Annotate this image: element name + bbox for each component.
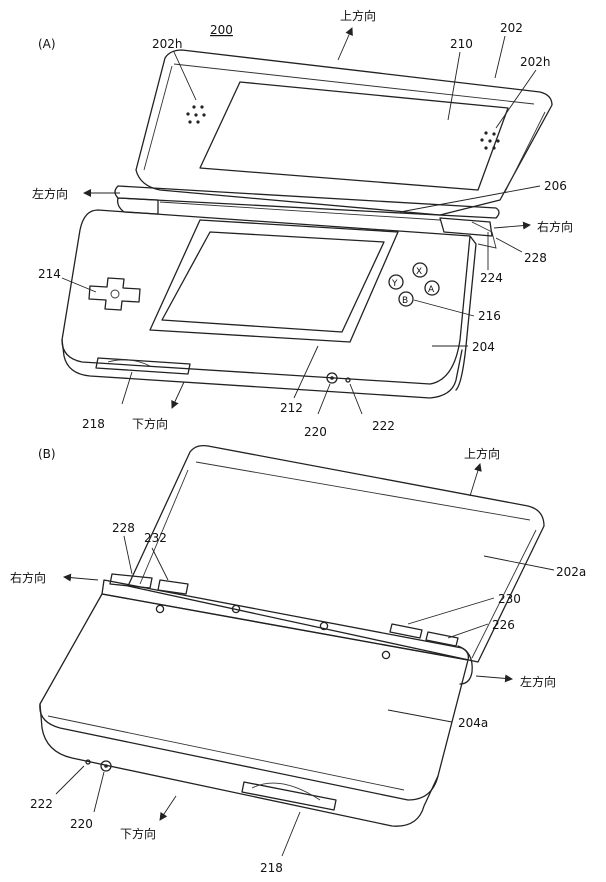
right-label-b: 右方向 (10, 570, 46, 585)
figure-reference-200: 200 (210, 23, 233, 37)
face-button-b: B (402, 296, 408, 306)
down-arrow (172, 382, 184, 408)
left-label: 左方向 (32, 186, 68, 201)
ref-202h-left: 202h (152, 37, 183, 51)
up-label: 上方向 (340, 8, 376, 23)
ref-222-b: 222 (30, 797, 53, 811)
ref-222: 222 (372, 419, 395, 433)
hinge-back (102, 574, 472, 684)
ref-204: 204 (472, 340, 495, 354)
ref-202a: 202a (556, 565, 586, 579)
ref-202h-right: 202h (520, 55, 551, 69)
lower-housing-back (40, 594, 468, 826)
right-arrow (494, 225, 530, 228)
ref-232: 232 (144, 531, 167, 545)
ref-204a: 204a (458, 716, 488, 730)
speaker-holes-right (480, 131, 499, 149)
ref-226: 226 (492, 618, 515, 632)
face-button-a: A (428, 285, 435, 295)
right-label: 右方向 (537, 219, 573, 234)
ref-206: 206 (544, 179, 567, 193)
panel-a-label: (A) (38, 37, 56, 51)
ref-220: 220 (304, 425, 327, 439)
up-label-b: 上方向 (464, 446, 500, 461)
ref-228-b: 228 (112, 521, 135, 535)
panel-b: (B) (10, 446, 586, 875)
cross-key-center (111, 290, 119, 298)
ref-212: 212 (280, 401, 303, 415)
upper-screen (200, 82, 508, 190)
panel-a: (A) 200 (32, 8, 573, 439)
small-hole (346, 378, 350, 382)
ref-214: 214 (38, 267, 61, 281)
upper-housing-back (128, 446, 544, 662)
face-button-x: X (416, 267, 422, 277)
up-arrow (338, 28, 352, 60)
ref-202: 202 (500, 21, 523, 35)
ref-230: 230 (498, 592, 521, 606)
ref-220-b: 220 (70, 817, 93, 831)
left-arrow-b (476, 676, 512, 679)
down-label-b: 下方向 (120, 826, 156, 841)
ref-216: 216 (478, 309, 501, 323)
lower-screen-bezel (150, 220, 398, 342)
ref-218: 218 (82, 417, 105, 431)
panel-b-label: (B) (38, 447, 56, 461)
ref-224: 224 (480, 271, 503, 285)
up-arrow-b (470, 464, 480, 496)
cross-key (89, 278, 140, 310)
ref-218-b: 218 (260, 861, 283, 875)
ref-228-a: 228 (524, 251, 547, 265)
left-label-b: 左方向 (520, 674, 556, 689)
right-arrow-b (64, 577, 98, 580)
down-arrow-b (160, 796, 176, 820)
lower-screen (162, 232, 384, 332)
face-button-y: Y (391, 279, 398, 289)
ref-210: 210 (450, 37, 473, 51)
hinge (115, 186, 499, 236)
face-buttons: X Y A B (389, 263, 439, 306)
speaker-holes-left (186, 105, 205, 123)
down-label: 下方向 (132, 416, 168, 431)
